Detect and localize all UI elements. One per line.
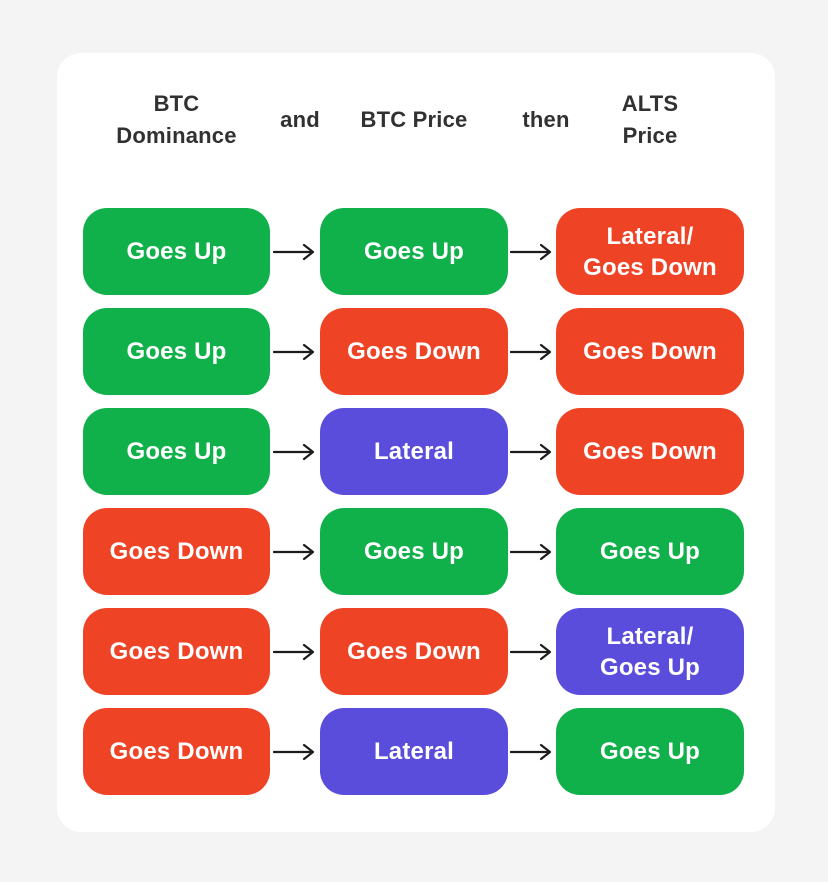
pill-alts-price: Goes Up: [556, 508, 744, 595]
pill-btc-price: Lateral: [320, 408, 508, 495]
diagram-row: Goes Up Lateral Goes Down: [83, 408, 744, 495]
right-arrow-icon: [508, 443, 556, 461]
diagram-row: Goes Down Goes Down Lateral/ Goes Up: [83, 608, 744, 695]
right-arrow-icon: [508, 643, 556, 661]
right-arrow-icon: [270, 543, 320, 561]
pill-alts-price: Goes Down: [556, 408, 744, 495]
header-conjunction-then: then: [522, 107, 570, 132]
pill-alts-price: Goes Down: [556, 308, 744, 395]
pill-btc-dominance: Goes Up: [83, 308, 270, 395]
diagram-row: Goes Up Goes Up Lateral/ Goes Down: [83, 208, 744, 295]
right-arrow-icon: [270, 743, 320, 761]
right-arrow-icon: [508, 243, 556, 261]
pill-alts-price: Lateral/ Goes Up: [556, 608, 744, 695]
pill-btc-dominance: Goes Down: [83, 508, 270, 595]
pill-btc-price: Lateral: [320, 708, 508, 795]
pill-btc-dominance: Goes Up: [83, 208, 270, 295]
diagram-row: Goes Down Goes Up Goes Up: [83, 508, 744, 595]
pill-btc-dominance: Goes Down: [83, 708, 270, 795]
right-arrow-icon: [508, 743, 556, 761]
header-btc-price: BTC Price: [360, 107, 468, 132]
right-arrow-icon: [508, 543, 556, 561]
right-arrow-icon: [270, 443, 320, 461]
pill-btc-price: Goes Up: [320, 508, 508, 595]
diagram-row: Goes Down Lateral Goes Up: [83, 708, 744, 795]
pill-btc-price: Goes Down: [320, 308, 508, 395]
pill-alts-price: Lateral/ Goes Down: [556, 208, 744, 295]
diagram-card: BTC Dominance and BTC Price then ALTS Pr…: [57, 53, 775, 832]
header-btc-dominance: BTC Dominance: [116, 91, 237, 148]
right-arrow-icon: [270, 343, 320, 361]
header-conjunction-and: and: [280, 107, 320, 132]
pill-alts-price: Goes Up: [556, 708, 744, 795]
pill-btc-dominance: Goes Down: [83, 608, 270, 695]
header-row: BTC Dominance and BTC Price then ALTS Pr…: [83, 88, 744, 152]
pill-btc-dominance: Goes Up: [83, 408, 270, 495]
right-arrow-icon: [270, 643, 320, 661]
header-alts-price: ALTS Price: [621, 91, 679, 148]
pill-btc-price: Goes Up: [320, 208, 508, 295]
right-arrow-icon: [508, 343, 556, 361]
diagram-row: Goes Up Goes Down Goes Down: [83, 308, 744, 395]
right-arrow-icon: [270, 243, 320, 261]
pill-btc-price: Goes Down: [320, 608, 508, 695]
